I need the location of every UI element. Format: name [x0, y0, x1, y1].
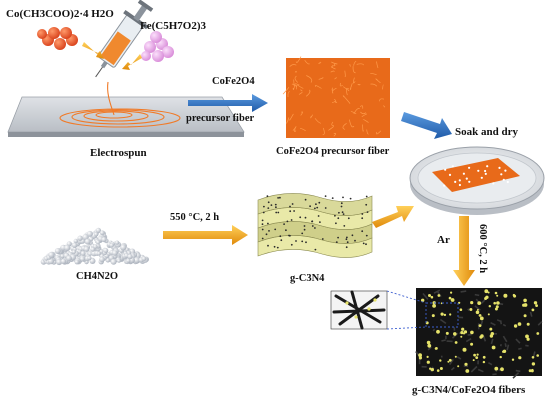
cobalt-acetate-pellets [37, 27, 78, 50]
soak-and-dry-label: Soak and dry [455, 126, 518, 138]
electrospun-label: Electrospun [90, 147, 147, 159]
arrow-to-product [453, 216, 475, 286]
iron-acac-pellets [141, 31, 174, 62]
ar-label: Ar [437, 234, 450, 246]
iron-acac-label: Fe(C5H7O2)3 [140, 20, 206, 32]
urea-pile-icon [40, 227, 149, 266]
fiber-mat-icon [282, 56, 390, 138]
syringe-icon [95, 0, 154, 78]
arrow-to-gcn [163, 225, 248, 245]
calcine-label: 600 °C, 2 h [477, 224, 488, 274]
arrow1-line2-label: precursor fiber [186, 113, 255, 124]
spun-fiber-coil [59, 81, 181, 128]
collector-plate [7, 81, 245, 137]
petri-dish-icon [409, 146, 545, 215]
urea-temp-label: 550 °C, 2 h [170, 212, 220, 223]
soaked-fiber-mat [432, 158, 520, 192]
product-label: g-C3N4/CoFe2O4 fibers [412, 384, 526, 396]
arrow-to-dish [401, 112, 452, 139]
urea-label: CH4N2O [76, 271, 118, 282]
gcn-sheets-icon [257, 193, 373, 258]
cobalt-acetate-label: Co(CH3COO)2·4 H2O [6, 8, 114, 20]
precursor-fiber-label: CoFe2O4 precursor fiber [276, 146, 390, 157]
reagent-arrows [82, 42, 142, 70]
zoom-inset [330, 290, 459, 330]
arrow1-line1-label: CoFe2O4 [212, 76, 255, 87]
product-mat-icon [415, 288, 543, 379]
arrow-gcn-to-dish [372, 206, 414, 228]
arrow-to-precursor [188, 94, 268, 112]
gcn-label: g-C3N4 [290, 273, 325, 284]
